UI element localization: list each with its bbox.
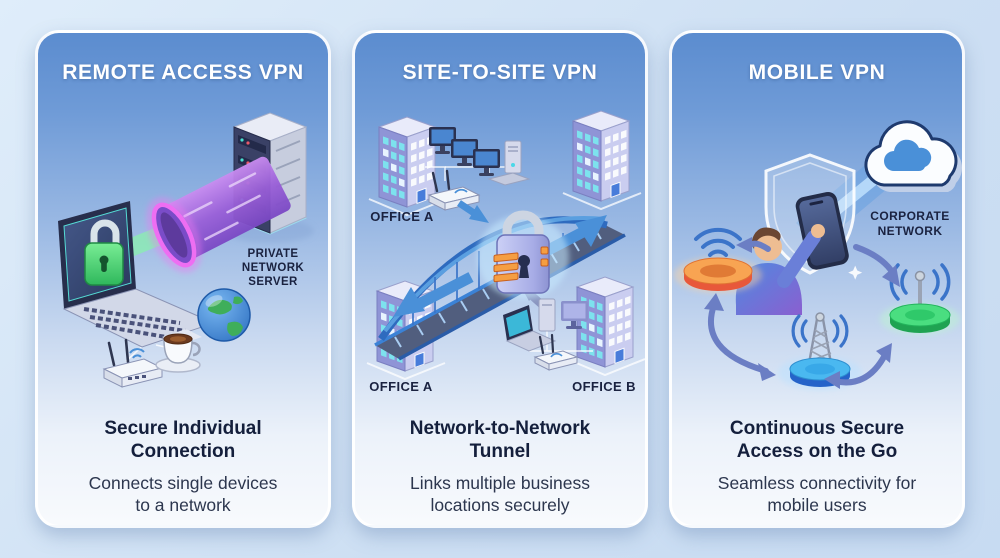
svg-text:NETWORK: NETWORK (878, 224, 943, 238)
vpn-tunnel-icon (146, 156, 291, 273)
mobile-vpn-title: Continuous Secure Access on the Go (729, 418, 905, 463)
cell-tower-icon (778, 312, 862, 390)
remote-access-illustration: PRIVATE NETWORK SERVER (38, 99, 328, 407)
coffee-cup-icon (155, 333, 201, 373)
mobile-vpn-description: Seamless connectivity for mobile users (717, 473, 917, 516)
remote-access-caption: Secure Individual Connection Connects si… (44, 417, 322, 516)
svg-text:PRIVATE: PRIVATE (248, 248, 299, 260)
remote-access-description: Connects single devices to a network (88, 473, 278, 516)
mobile-vpn-illustration: CORPORATE NETWORK (672, 99, 962, 407)
site-to-site-caption: Network-to-Network Tunnel Links multiple… (361, 417, 639, 516)
antenna-pad-icon (880, 263, 960, 335)
office-b-top-building-icon (562, 110, 642, 210)
remote-access-title: Secure Individual Connection (104, 418, 262, 463)
arrow-tower-antenna-icon (831, 350, 889, 386)
card-header-mobile: MOBILE VPN (748, 61, 886, 84)
branch-devices-icon (503, 298, 593, 371)
arrow-router-to-tunnel-icon (457, 200, 489, 223)
office-a-top-label: OFFICE A (370, 209, 434, 224)
svg-text:CORPORATE: CORPORATE (870, 209, 949, 223)
arrow-down-left-icon (393, 272, 474, 317)
office-a-bottom-label: OFFICE A (369, 379, 433, 394)
globe-icon (197, 288, 251, 342)
office-router-icon (427, 169, 481, 211)
laptop-icon (58, 201, 216, 348)
arrow-hotspot-tower-icon (707, 302, 769, 374)
desktop-tower-icon (504, 140, 522, 174)
svg-text:NETWORK: NETWORK (242, 262, 305, 274)
keyboard-icon (487, 172, 531, 186)
workstations-icon (425, 127, 531, 186)
roaming-arrowheads (704, 237, 900, 389)
wifi-router-icon (102, 338, 164, 388)
site-to-site-title: Network-to-Network Tunnel (409, 418, 591, 463)
arrow-to-antenna-icon (853, 244, 897, 278)
corporate-network-label: CORPORATE NETWORK (870, 209, 949, 238)
padlock-icon (84, 219, 124, 286)
corporate-cloud-icon (864, 120, 962, 192)
card-remote-access-vpn: REMOTE ACCESS VPN (35, 30, 331, 528)
card-mobile-vpn: MOBILE VPN (669, 30, 965, 528)
mobile-vpn-caption: Continuous Secure Access on the Go Seaml… (678, 417, 956, 516)
card-header-remote-access: REMOTE ACCESS VPN (62, 61, 304, 84)
site-to-site-illustration: OFFICE A OFFICE A OFFICE B (355, 99, 645, 407)
svg-text:SERVER: SERVER (248, 276, 298, 288)
private-network-server-label: PRIVATE NETWORK SERVER (242, 248, 305, 288)
tunnel-padlock-icon (477, 210, 569, 299)
wifi-hotspot-icon (674, 227, 762, 293)
site-to-site-description: Links multiple business locations secure… (410, 473, 590, 516)
card-header-site-to-site: SITE-TO-SITE VPN (402, 61, 598, 84)
card-site-to-site-vpn: SITE-TO-SITE VPN (352, 30, 648, 528)
office-b-label: OFFICE B (572, 379, 636, 394)
